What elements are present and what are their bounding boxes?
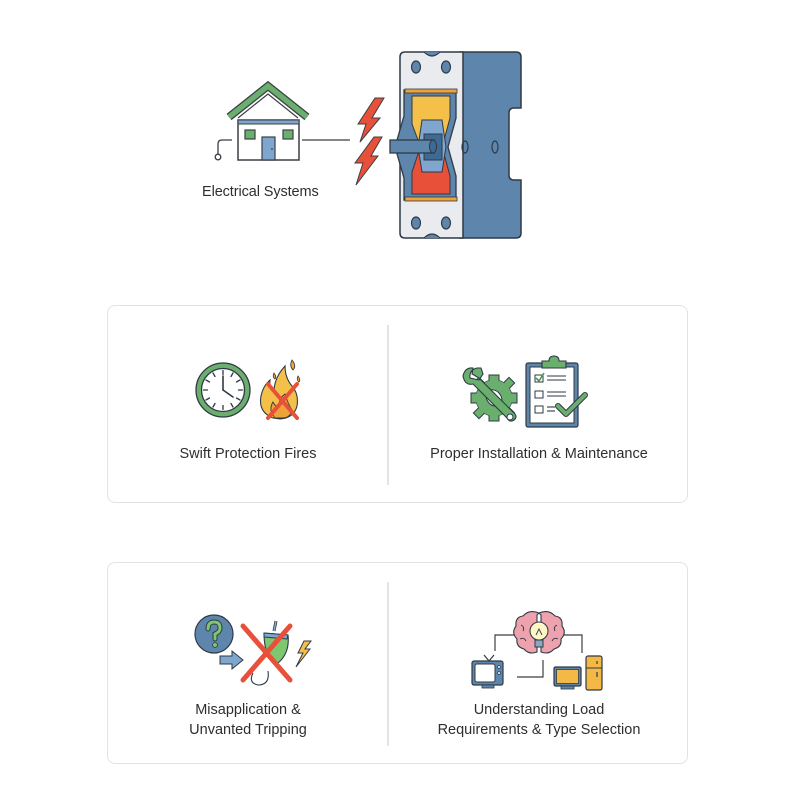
checklist-clipboard-icon <box>525 355 588 428</box>
house-icon <box>214 80 350 161</box>
divider <box>387 582 389 746</box>
card-item-load-requirements: Understanding Load Requirements & Type S… <box>389 563 689 763</box>
hero-label: Electrical Systems <box>202 184 319 200</box>
card-item-swift-protection: Swift Protection Fires <box>108 306 388 502</box>
plug-crossed-icon <box>240 620 293 686</box>
card-item-misapplication: Misapplication & Unvanted Tripping <box>108 563 388 763</box>
card-item-label: Misapplication & Unvanted Tripping <box>189 702 307 738</box>
card-item-installation: Proper Installation & Maintenance <box>389 306 689 502</box>
monitor-icon <box>553 666 582 690</box>
question-icon <box>194 614 234 654</box>
card-item-label: Swift Protection Fires <box>179 446 317 462</box>
refrigerator-icon <box>585 655 603 691</box>
clock-icon <box>195 362 251 418</box>
circuit-breaker-icon <box>389 51 522 239</box>
wrench-gear-icon <box>462 367 518 422</box>
card-top: Swift Protection Fires <box>107 305 688 503</box>
divider <box>387 325 389 485</box>
connector-lines <box>494 634 583 678</box>
card-item-label: Proper Installation & Maintenance <box>430 446 648 462</box>
lightning-icon <box>295 640 312 668</box>
fire-crossed-icon <box>259 359 301 420</box>
card-bottom: Misapplication & Unvanted Tripping <box>107 562 688 764</box>
card-item-label: Understanding Load Requirements & Type S… <box>437 702 641 738</box>
lightning-icon <box>354 97 385 186</box>
tv-icon <box>471 654 504 689</box>
hero-illustration: Electrical Systems <box>0 0 800 260</box>
arrow-right-icon <box>219 649 244 671</box>
brain-lightbulb-icon <box>513 610 565 654</box>
